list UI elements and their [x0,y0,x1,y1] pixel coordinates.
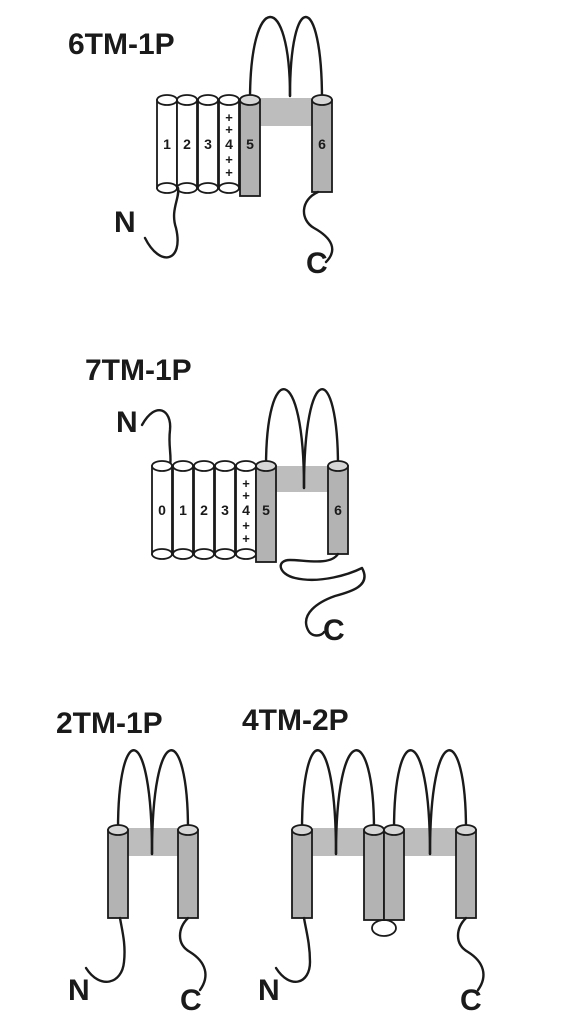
diagram-title: 6TM-1P [68,28,175,61]
plus-sign: + [225,152,233,167]
pore-loop [150,749,190,856]
plus-sign: + [225,165,233,180]
helix-segment [177,824,199,919]
helix-segment: 5 [255,460,277,563]
diagram-title: 2TM-1P [56,707,163,740]
pore-loop [392,749,432,856]
diagram-7tm-1p: 7TM-1P N 0 1 2 3 [85,354,366,647]
plus-sign: + [225,110,233,125]
n-terminus-label: N [116,406,138,439]
pore-region [276,466,336,492]
helix-segment [383,824,405,921]
pore-loop [334,749,376,856]
plus-sign: + [242,488,250,503]
helix-label: 6 [334,502,342,518]
pore-region [402,828,464,856]
helix-label: 5 [262,502,270,518]
helix-label: 4 [242,502,250,518]
helix-label: 1 [179,502,187,518]
helix-label: 2 [183,136,191,152]
c-terminus-tail [178,916,207,992]
pore-region [258,98,318,126]
diagram-title: 4TM-2P [242,704,349,737]
diagram-title: 7TM-1P [85,354,192,387]
helix-label: 4 [225,136,233,152]
c-terminus-label: C [460,984,482,1017]
helix-label: 2 [200,502,208,518]
helix-segment: 3 [214,460,236,560]
n-terminus-tail [84,916,126,983]
plus-sign: + [242,518,250,533]
helix-label: 0 [158,502,166,518]
helix-segment: 2 [193,460,215,560]
c-terminus-label: C [306,247,328,280]
helix-segment [363,824,385,921]
diagram-6tm-1p: 6TM-1P 1 2 3 + + [68,15,334,280]
helix-segment [291,824,313,919]
pore-region [310,828,372,856]
diagram-4tm-2p: 4TM-2P N C [242,704,485,1017]
helix-segment-voltage-sensor: + + 4 + + [235,460,257,560]
helix-label: 1 [163,136,171,152]
helix-segment: 6 [327,460,349,555]
n-terminus-label: N [258,974,280,1007]
n-terminus-tail [143,186,180,259]
helix-segment [455,824,477,919]
c-terminus-tail [302,190,334,264]
pore-loop [264,388,306,490]
linker-loop [371,919,397,937]
diagram-2tm-1p: 2TM-1P N C [56,707,207,1017]
helix-label: 5 [246,136,254,152]
helix-label: 6 [318,136,326,152]
pore-loop [428,749,468,856]
n-terminus-label: N [114,206,136,239]
c-terminus-label: C [180,984,202,1017]
c-terminus-label: C [323,614,345,647]
c-terminus-tail [279,552,366,637]
pore-loop [302,388,340,490]
helix-segment: 3 [197,94,219,194]
pore-loop [300,749,338,856]
helix-segment: 2 [176,94,198,194]
helix-segment: 1 [156,94,178,194]
helix-segment: 6 [311,94,333,193]
helix-label: 3 [204,136,212,152]
helix-segment [107,824,129,919]
pore-loop [248,15,292,102]
pore-loop [116,749,154,856]
plus-sign: + [242,476,250,491]
c-terminus-tail [456,916,485,992]
helix-segment: 1 [172,460,194,560]
n-terminus-tail [274,916,312,983]
pore-loop [288,15,324,102]
n-terminus-tail [140,409,172,468]
helix-segment: 5 [239,94,261,197]
helix-segment: 0 [151,460,173,560]
n-terminus-label: N [68,974,90,1007]
helix-segment-voltage-sensor: + + 4 + + [218,94,240,194]
plus-sign: + [225,122,233,137]
helix-label: 3 [221,502,229,518]
plus-sign: + [242,531,250,546]
